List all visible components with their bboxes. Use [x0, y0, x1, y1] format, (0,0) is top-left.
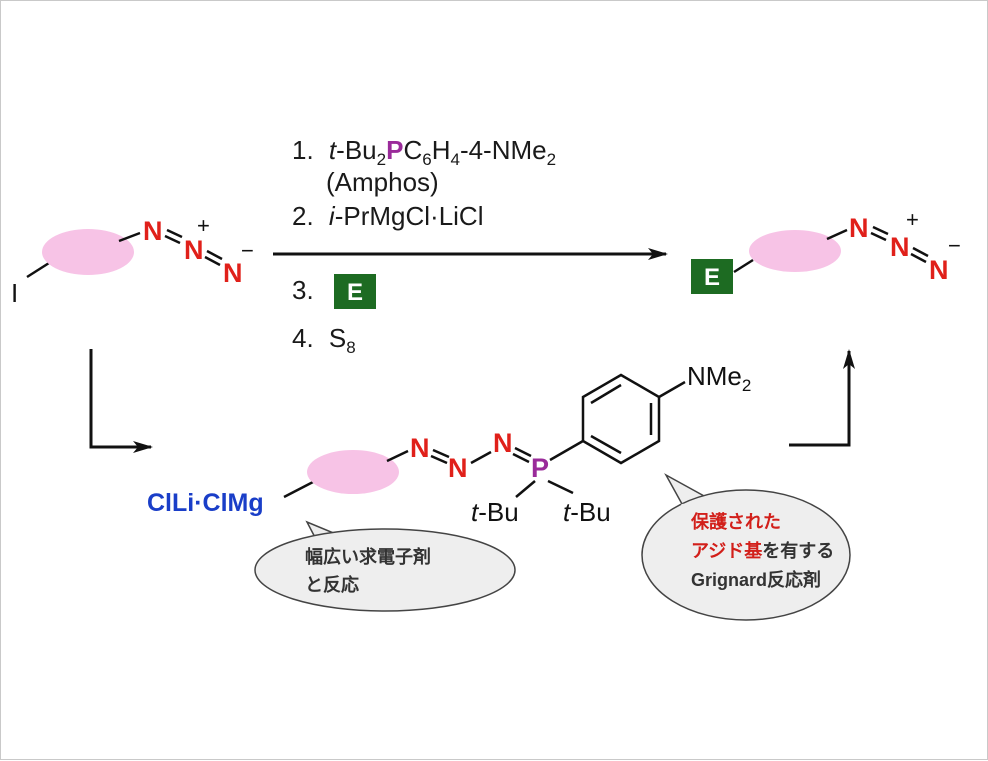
product-azide-n3: N [929, 255, 949, 285]
electrophile-box-product [691, 259, 733, 294]
reagent-step-3-number: 3. [292, 275, 314, 305]
reagent-amphos-note: (Amphos) [326, 167, 439, 197]
product-azide-n2: N [890, 232, 910, 262]
phosphorus-atom: P [531, 453, 549, 483]
azide-n3: N [223, 258, 243, 288]
bond-iodo [26, 261, 50, 279]
tert-butyl-left: t-Bu [471, 497, 519, 527]
callout-right-line2: アジド基を有する [691, 540, 834, 561]
benzene-ring [581, 373, 661, 465]
product-azide-n1: N [849, 213, 869, 243]
up-arrow [789, 349, 855, 447]
reagent-step-2: 2. i-PrMgCl·LiCl [292, 201, 483, 231]
starting-material: I N N + N − [11, 213, 254, 308]
product-minus-charge: − [948, 233, 961, 258]
product: E N N + N − [691, 207, 961, 294]
azide-n1: N [143, 216, 163, 246]
product-plus-charge: + [906, 207, 919, 232]
phosphazide-n3: N [493, 428, 513, 458]
reagent-step-4: 4. S8 [292, 323, 356, 357]
phosphazide-n1: N [410, 433, 430, 463]
phosphazide-n2: N [448, 453, 468, 483]
magnesium-label: ClLi·ClMg [147, 489, 264, 517]
azide-plus-charge: + [197, 213, 210, 238]
callout-right-line3: Grignard反応剤 [691, 569, 821, 590]
intermediate: ClLi·ClMg N N N P NMe2 t-Bu t-Bu [147, 361, 751, 527]
bond-azide [118, 231, 141, 243]
callout-right: 保護された アジド基を有する Grignard反応剤 [641, 473, 851, 621]
callout-left: 幅広い求電子剤 と反応 [254, 520, 516, 612]
product-blob [749, 230, 841, 272]
substrate-blob [42, 229, 134, 275]
azide-n2: N [184, 235, 204, 265]
reagent-step-1: 1. t-Bu2PC6H4-4-NMe2 [292, 135, 556, 169]
callout-right-line1: 保護された [690, 511, 781, 532]
callout-left-line2: と反応 [305, 574, 359, 595]
electrophile-label-reagent: E [347, 279, 363, 306]
callout-left-line1: 幅広い求電子剤 [305, 546, 431, 567]
iodine-atom: I [11, 278, 18, 308]
dimethylamino-group: NMe2 [687, 361, 751, 395]
azide-minus-charge: − [241, 238, 254, 263]
electrophile-box-reagent [334, 274, 376, 309]
tert-butyl-right: t-Bu [563, 497, 611, 527]
intermediate-blob [307, 450, 399, 494]
electrophile-label-product: E [704, 264, 720, 291]
down-right-arrow [89, 349, 153, 453]
